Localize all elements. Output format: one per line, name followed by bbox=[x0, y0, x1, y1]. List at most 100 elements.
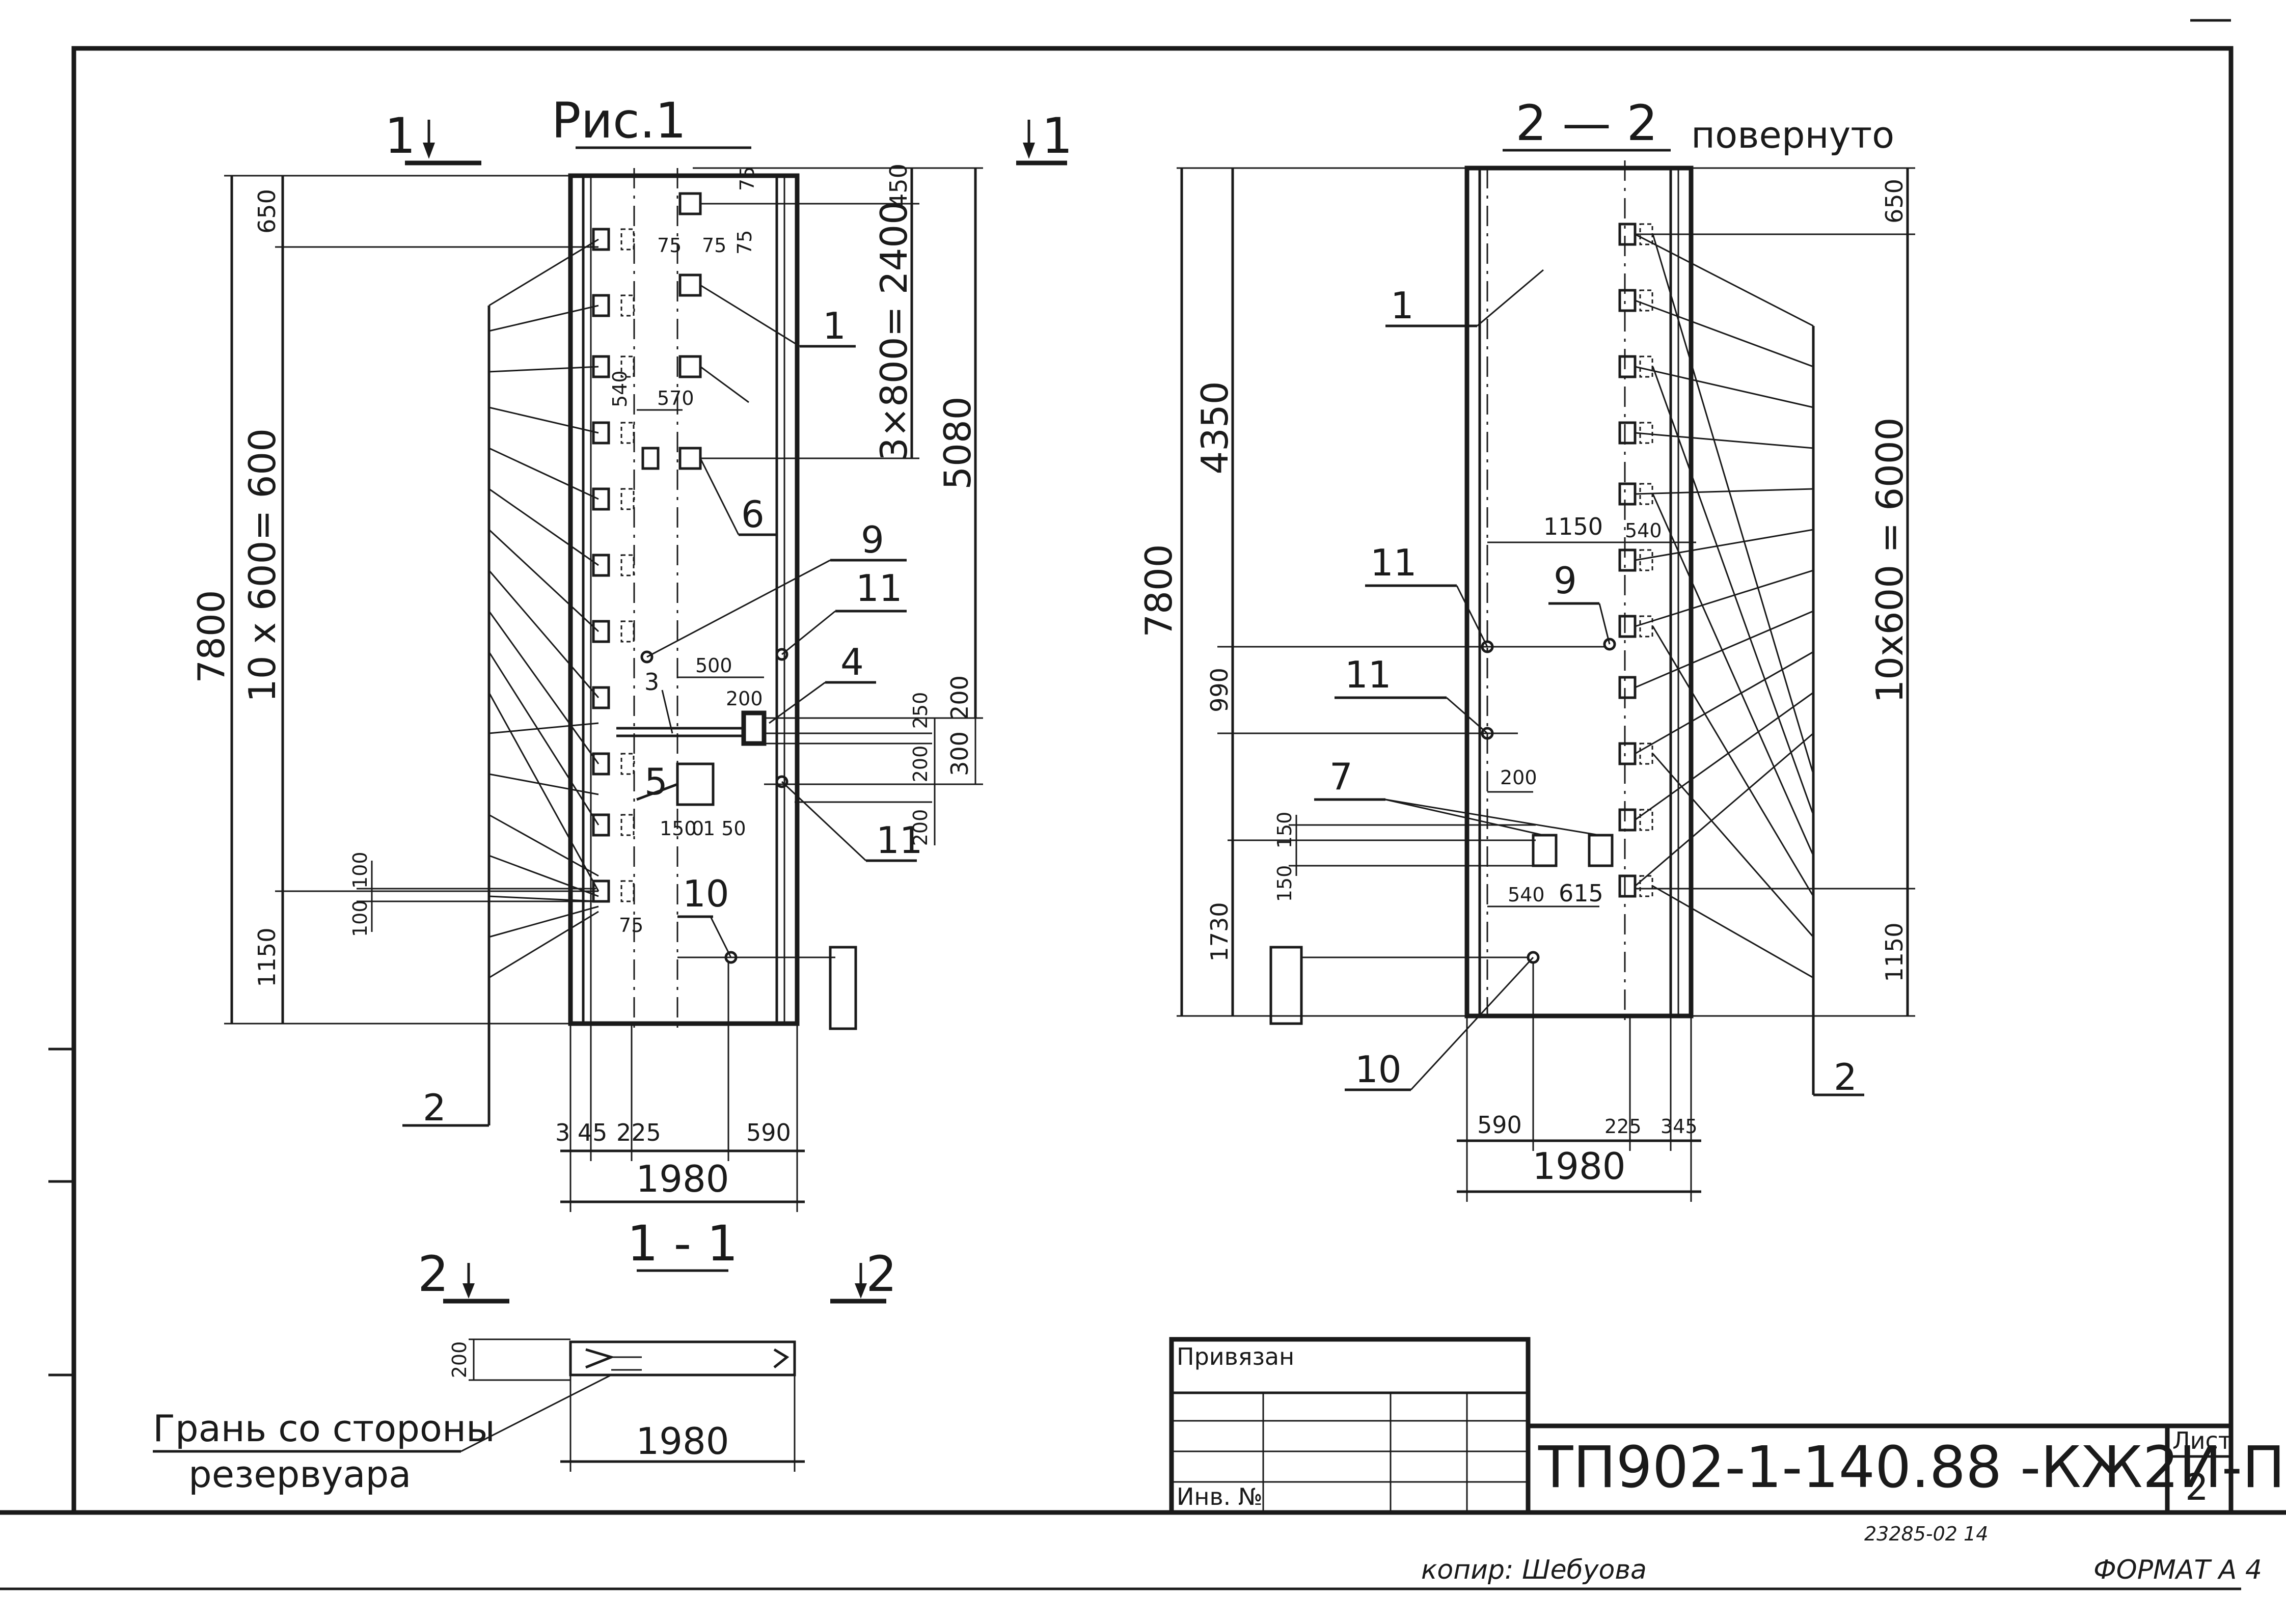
svg-text:3: 3 bbox=[644, 668, 659, 696]
svg-text:3×800= 2400: 3×800= 2400 bbox=[873, 201, 915, 461]
svg-text:450: 450 bbox=[885, 163, 912, 208]
svg-text:2: 2 bbox=[423, 1086, 446, 1129]
svg-text:5: 5 bbox=[644, 760, 668, 803]
svg-text:100: 100 bbox=[349, 851, 371, 889]
svg-text:1980: 1980 bbox=[1532, 1145, 1625, 1188]
stamp-code: ТП902-1-140.88 -КЖ2И-ПГ1 bbox=[1538, 1435, 2286, 1501]
svg-text:200: 200 bbox=[909, 746, 932, 783]
svg-text:4350: 4350 bbox=[1193, 381, 1236, 474]
svg-text:5080: 5080 bbox=[936, 396, 979, 489]
fig1-anchor-points bbox=[616, 648, 835, 964]
svg-text:1: 1 bbox=[385, 107, 416, 164]
svg-text:1730: 1730 bbox=[1206, 902, 1233, 961]
svg-text:150: 150 bbox=[1273, 865, 1296, 902]
svg-text:1980: 1980 bbox=[636, 1420, 729, 1463]
svg-text:7800: 7800 bbox=[190, 590, 233, 683]
svg-text:250: 250 bbox=[909, 692, 932, 729]
svg-text:1 - 1: 1 - 1 bbox=[627, 1215, 738, 1272]
stamp-block: Привязан Инв. № ТП902-1-140.88 -КЖ2И-ПГ1… bbox=[1169, 1337, 2286, 1515]
svg-text:200: 200 bbox=[909, 809, 932, 846]
svg-text:1150: 1150 bbox=[253, 927, 281, 987]
fig1-section-mark-left: 1 bbox=[385, 107, 481, 166]
svg-text:650: 650 bbox=[253, 189, 281, 234]
fig1-dims-left: 650 10 х 600= 600 1150 7800 bbox=[190, 175, 598, 1025]
svg-text:150: 150 bbox=[1273, 812, 1296, 849]
figure-1: Рис.1 1 1 bbox=[190, 92, 1073, 1212]
svg-text:2: 2 bbox=[866, 1246, 897, 1303]
fig1-callouts: 1 6 9 11 4 3 5 11 10 2 bbox=[423, 284, 923, 1129]
svg-text:540: 540 bbox=[1625, 519, 1662, 542]
footer-format: ФОРМАТ А 4 bbox=[2093, 1555, 2262, 1585]
svg-text:590: 590 bbox=[1477, 1111, 1522, 1139]
svg-text:10х600 = 6000: 10х600 = 6000 bbox=[1868, 418, 1911, 703]
stamp-inv: Инв. № bbox=[1177, 1483, 1263, 1510]
svg-text:650: 650 bbox=[1881, 179, 1908, 224]
svg-text:590: 590 bbox=[746, 1119, 791, 1146]
stamp-sheet-label: Лист bbox=[2172, 1427, 2232, 1454]
svg-text:75: 75 bbox=[619, 914, 643, 937]
fig2-dims-bottom: 590 225 345 1980 bbox=[1457, 962, 1701, 1202]
fig3-note-line2: резервуара bbox=[188, 1453, 411, 1496]
fig2-leader-hatch: 2 bbox=[1635, 233, 1864, 1098]
figure-section-1-1: 1 - 1 2 2 200 1980 Грань со стороны резе… bbox=[153, 1215, 897, 1496]
sheet-frame bbox=[0, 19, 2286, 1590]
svg-text:540: 540 bbox=[609, 370, 631, 407]
fig3-section-mark-right: 2 bbox=[830, 1246, 897, 1304]
svg-text:500: 500 bbox=[695, 654, 732, 677]
svg-text:990: 990 bbox=[1206, 668, 1233, 712]
svg-text:1 50: 1 50 bbox=[703, 817, 746, 840]
svg-text:1: 1 bbox=[1042, 107, 1073, 164]
fig1-leader-hatch bbox=[402, 238, 600, 1127]
svg-text:225: 225 bbox=[1604, 1115, 1642, 1138]
svg-text:345: 345 bbox=[1661, 1115, 1698, 1138]
svg-text:10 х 600= 600: 10 х 600= 600 bbox=[241, 428, 284, 702]
fig1-dims-bottom: 3 45 225 590 1980 bbox=[555, 962, 805, 1212]
svg-text:11: 11 bbox=[856, 567, 903, 610]
fig2-title: 2 — 2 bbox=[1515, 95, 1657, 152]
svg-text:1150: 1150 bbox=[1543, 513, 1603, 540]
svg-text:540: 540 bbox=[1508, 884, 1545, 906]
svg-text:7: 7 bbox=[1329, 755, 1353, 798]
fig2-subtitle: повернуто bbox=[1691, 114, 1894, 156]
svg-text:4: 4 bbox=[840, 641, 864, 683]
fig3-section-mark-left: 2 bbox=[418, 1246, 509, 1304]
svg-text:1980: 1980 bbox=[636, 1158, 729, 1200]
svg-text:200: 200 bbox=[946, 675, 973, 720]
svg-text:1: 1 bbox=[1391, 284, 1414, 327]
fig3-note-line1: Грань со стороны bbox=[153, 1407, 495, 1450]
svg-text:570: 570 bbox=[657, 387, 694, 409]
svg-text:100: 100 bbox=[349, 900, 371, 937]
svg-text:75: 75 bbox=[736, 167, 758, 191]
svg-text:11: 11 bbox=[1345, 653, 1392, 696]
svg-text:10: 10 bbox=[1355, 1048, 1402, 1091]
svg-text:200: 200 bbox=[726, 687, 763, 710]
fig2-dims-inner: 1150 540 200 540 615 bbox=[1487, 513, 1696, 907]
svg-text:10: 10 bbox=[683, 872, 729, 915]
svg-text:2: 2 bbox=[1834, 1056, 1857, 1098]
fig2-callouts: 1 11 9 11 7 10 bbox=[1314, 269, 1611, 1091]
fig1-dims-right: 450 3×800= 2400 5080 bbox=[693, 163, 983, 719]
svg-text:615: 615 bbox=[1559, 879, 1603, 907]
svg-text:300: 300 bbox=[946, 731, 973, 776]
svg-text:75: 75 bbox=[702, 234, 726, 257]
footer-number: 23285-02 14 bbox=[1864, 1523, 1988, 1545]
fig2-dims-left: 7800 4350 990 1730 150 150 bbox=[1137, 167, 1604, 1017]
svg-text:6: 6 bbox=[741, 493, 765, 536]
svg-text:1150: 1150 bbox=[1881, 922, 1908, 982]
svg-text:150: 150 bbox=[660, 817, 697, 840]
svg-text:200: 200 bbox=[448, 1341, 471, 1379]
fig1-plates-left bbox=[592, 228, 635, 903]
svg-text:1: 1 bbox=[823, 305, 846, 347]
svg-text:11: 11 bbox=[1370, 541, 1417, 584]
stamp-sheet-number: 2 bbox=[2185, 1466, 2209, 1508]
svg-text:0: 0 bbox=[692, 817, 704, 840]
fig1-section-mark-right: 1 bbox=[1016, 107, 1073, 166]
svg-text:3 45: 3 45 bbox=[555, 1119, 607, 1146]
figure-2: 2 — 2 повернуто bbox=[1137, 95, 1915, 1202]
svg-text:9: 9 bbox=[861, 518, 884, 561]
svg-text:200: 200 bbox=[1500, 766, 1537, 789]
footer: 23285-02 14 копир: Шебуова ФОРМАТ А 4 bbox=[1421, 1523, 2262, 1585]
svg-text:9: 9 bbox=[1554, 559, 1577, 602]
svg-text:225: 225 bbox=[616, 1119, 661, 1146]
